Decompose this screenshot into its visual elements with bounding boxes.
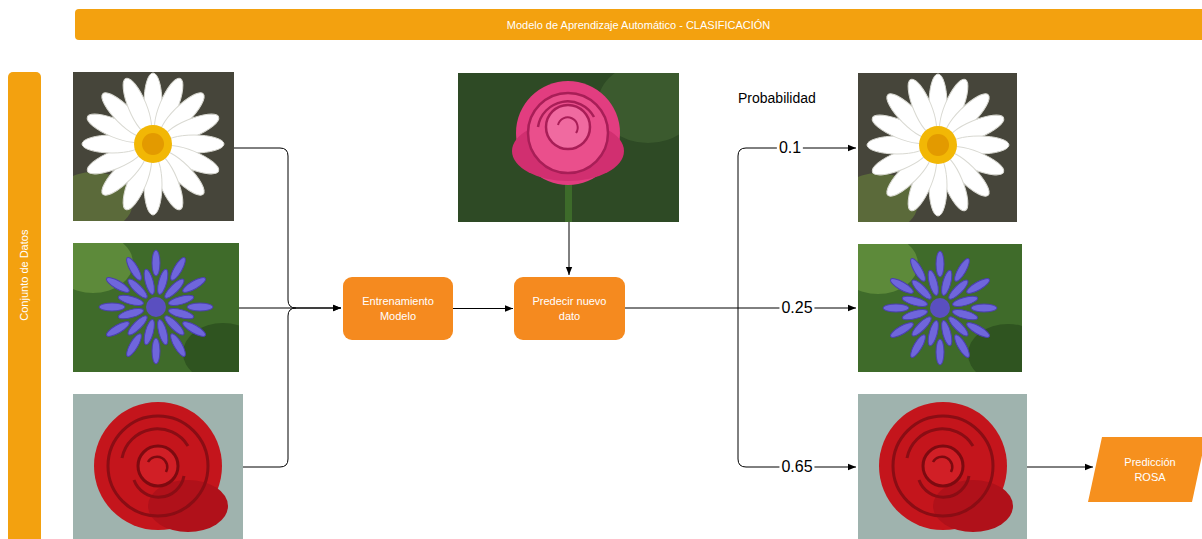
parallelogram-shape	[1088, 437, 1202, 502]
process-box: Entrenamiento Modelo	[343, 277, 453, 340]
title-bar: Modelo de Aprendizaje Automático - CLASI…	[75, 9, 1202, 40]
output-line	[738, 308, 856, 467]
daisy-image	[53, 72, 234, 232]
daisy-image	[838, 73, 1017, 233]
red-rose-image	[73, 394, 243, 539]
red-rose-image	[858, 394, 1027, 539]
dataset-band: Conjunto de Datos	[8, 72, 41, 539]
node-text: Conjunto de Datos	[17, 230, 31, 321]
probability-value: 0.65	[779, 458, 814, 476]
title-text: Modelo de Aprendizaje Automático - CLASI…	[507, 19, 771, 31]
output-line	[738, 148, 856, 308]
axis-label: Probabilidad	[736, 90, 818, 106]
agapanthus-image	[53, 233, 263, 383]
flow-connector	[453, 308, 513, 309]
flow-lines	[234, 148, 1093, 467]
agapanthus-image	[838, 234, 1048, 384]
input-line	[243, 308, 296, 467]
output-line	[625, 308, 738, 309]
node-text: Entrenamiento Modelo	[356, 294, 440, 323]
probability-value: 0.25	[779, 299, 814, 317]
node-text: Predicción ROSA	[1117, 455, 1183, 484]
probability-value: 0.1	[777, 139, 803, 157]
output-line	[1027, 467, 1093, 468]
input-line	[239, 308, 341, 309]
node-text: Predecir nuevo dato	[528, 294, 612, 323]
parallelogram-fill	[1088, 437, 1202, 502]
output-parallelogram: Predicción ROSA	[1088, 437, 1202, 502]
input-line	[234, 148, 341, 308]
process-box: Predecir nuevo dato	[514, 277, 625, 340]
input-line	[569, 222, 570, 275]
pink-rose-image	[458, 63, 698, 235]
